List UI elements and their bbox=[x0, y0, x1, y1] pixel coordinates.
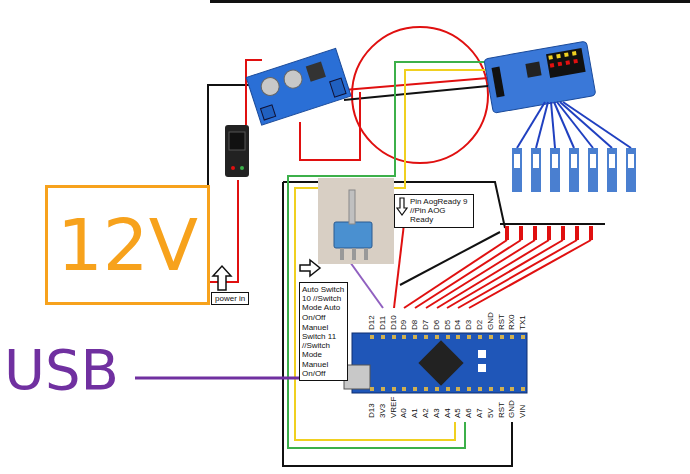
pin-label: A6 bbox=[464, 407, 474, 419]
note-text: Auto Switch 10 //Switch Mode Auto On/Off bbox=[302, 285, 345, 322]
top-bar bbox=[210, 0, 690, 3]
toggle-switch-photo bbox=[318, 178, 394, 264]
note-text: power in bbox=[215, 294, 245, 303]
power-in-box: power in bbox=[211, 292, 249, 305]
pin-note-box: Pin AogReady 9 //Pin AOG Ready bbox=[394, 194, 474, 228]
pin-label: RX0 bbox=[507, 313, 517, 331]
pin-label: D2 bbox=[475, 319, 485, 331]
switch-wire bbox=[350, 262, 383, 308]
power-source-box: 12V bbox=[45, 185, 210, 305]
pin-label: A1 bbox=[410, 407, 420, 419]
pin-label: 3V3 bbox=[378, 403, 388, 419]
pin-label: A3 bbox=[432, 407, 442, 419]
pin-label: VIN bbox=[518, 404, 528, 419]
pin-label: D8 bbox=[410, 319, 420, 331]
pin-label: RST bbox=[497, 401, 507, 419]
rocker-switch bbox=[225, 125, 249, 177]
header-pins bbox=[500, 224, 605, 240]
arduino-nano bbox=[344, 333, 527, 393]
pin-label: D7 bbox=[421, 319, 431, 331]
pin-label: D3 bbox=[464, 319, 474, 331]
pin-label: D5 bbox=[443, 319, 453, 331]
pin-label: 5V bbox=[486, 407, 496, 419]
pin-label: D12 bbox=[367, 314, 377, 331]
pin-label: A5 bbox=[453, 407, 463, 419]
pin-label: RST bbox=[497, 313, 507, 331]
pin-label: GND bbox=[507, 399, 517, 419]
servo-wires bbox=[517, 102, 631, 148]
pin-label: VREF bbox=[389, 396, 399, 419]
pin-label: D9 bbox=[399, 319, 409, 331]
note-text: Pin AogReady 9 //Pin AOG Ready bbox=[410, 197, 470, 225]
pin-label: D11 bbox=[378, 315, 388, 331]
servo-driver-board bbox=[484, 41, 596, 113]
pin-label: D6 bbox=[432, 319, 442, 331]
switch-note-box: Auto Switch 10 //Switch Mode Auto On/Off… bbox=[299, 282, 348, 381]
highlight-circle bbox=[352, 27, 488, 163]
pin-label: A0 bbox=[399, 407, 409, 419]
pin-label: A2 bbox=[421, 407, 431, 419]
pin-label: D10 bbox=[389, 314, 399, 331]
servo-connectors bbox=[512, 148, 636, 192]
pin-label: D13 bbox=[367, 402, 377, 419]
usb-label: USB bbox=[4, 342, 119, 398]
pin-label: A7 bbox=[475, 407, 485, 419]
pin-label: A4 bbox=[443, 407, 453, 419]
buck-converter bbox=[246, 48, 351, 125]
outline-arrow bbox=[300, 260, 320, 276]
pin-label: D4 bbox=[453, 319, 463, 331]
outline-arrow bbox=[213, 266, 231, 290]
signal-wires bbox=[394, 224, 591, 308]
pin-label: TX1 bbox=[518, 314, 528, 331]
voltage-label: 12V bbox=[57, 204, 198, 287]
power-wires bbox=[208, 60, 512, 466]
outline-arrow bbox=[396, 197, 408, 217]
note-text: Manuel Switch 11 //Switch Mode Manuel On… bbox=[302, 323, 345, 378]
pin-label: GND bbox=[486, 311, 496, 331]
